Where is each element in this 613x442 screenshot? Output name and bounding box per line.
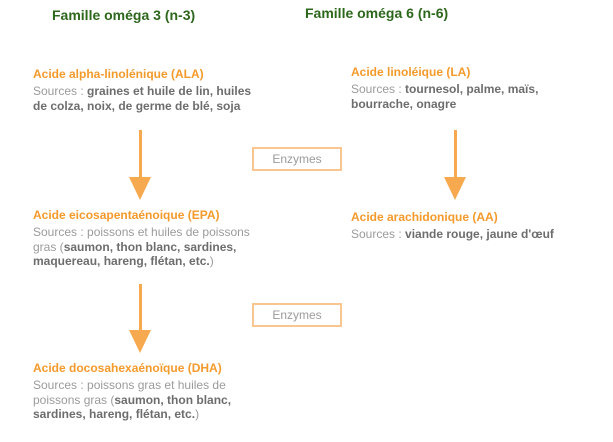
enzymes-box-1-label: Enzymes <box>272 152 322 166</box>
dha-sources-prefix: Sources : poissons gras et huiles de poi… <box>33 378 226 407</box>
ala-sources-bold: graines et huile de lin, huiles de colza… <box>33 84 252 113</box>
aa-title: Acide arachidonique (AA) <box>351 210 498 224</box>
arrow-line <box>139 284 142 330</box>
dha-sources-bold: saumon, thon blanc, sardines, hareng, fl… <box>33 392 232 422</box>
aa-sources-prefix: Sources : <box>351 227 406 241</box>
ala-title: Acide alpha-linolénique (ALA) <box>33 67 204 81</box>
epa-title: Acide eicosapentaénoique (EPA) <box>33 208 220 222</box>
node-dha: Acide docosahexaénoïque (DHA) Sources : … <box>33 361 313 422</box>
node-aa: Acide arachidonique (AA) Sources : viand… <box>351 210 611 242</box>
node-epa: Acide eicosapentaénoique (EPA) Sources :… <box>33 208 313 269</box>
omega3-family-header: Famille oméga 3 (n-3) <box>52 7 196 23</box>
epa-sources-prefix: Sources : poissons et huiles de poissons… <box>33 225 250 254</box>
arrow-head <box>129 330 151 353</box>
arrow-head <box>129 177 151 200</box>
la-title: Acide linoléique (LA) <box>351 65 471 79</box>
la-sources-bold: tournesol, palme, maïs, bourrache, onagr… <box>351 82 539 111</box>
node-ala: Acide alpha-linolénique (ALA) Sources : … <box>33 67 313 113</box>
epa-sources-suffix: ) <box>209 254 214 268</box>
dha-title: Acide docosahexaénoïque (DHA) <box>33 361 222 375</box>
la-sources-prefix: Sources : <box>351 82 406 96</box>
enzymes-box-1: Enzymes <box>252 147 342 171</box>
la-sources: Sources : tournesol, palme, maïs, bourra… <box>351 82 611 111</box>
aa-sources-bold: viande rouge, jaune d'œuf <box>405 227 554 241</box>
arrow-line <box>454 130 457 177</box>
omega6-family-header: Famille oméga 6 (n-6) <box>305 5 449 21</box>
ala-sources: Sources : graines et huile de lin, huile… <box>33 84 313 113</box>
ala-sources-prefix: Sources : <box>33 84 88 98</box>
dha-sources-suffix: ) <box>195 407 200 421</box>
node-la: Acide linoléique (LA) Sources : tourneso… <box>351 65 611 111</box>
arrow-line <box>139 130 142 177</box>
epa-sources: Sources : poissons et huiles de poissons… <box>33 225 313 269</box>
enzymes-box-2-label: Enzymes <box>272 308 322 322</box>
enzymes-box-2: Enzymes <box>252 303 342 327</box>
dha-sources: Sources : poissons gras et huiles de poi… <box>33 378 313 422</box>
aa-sources: Sources : viande rouge, jaune d'œuf <box>351 227 611 242</box>
arrow-head <box>444 177 466 200</box>
epa-sources-bold: saumon, thon blanc, sardines, maquereau,… <box>33 239 237 269</box>
